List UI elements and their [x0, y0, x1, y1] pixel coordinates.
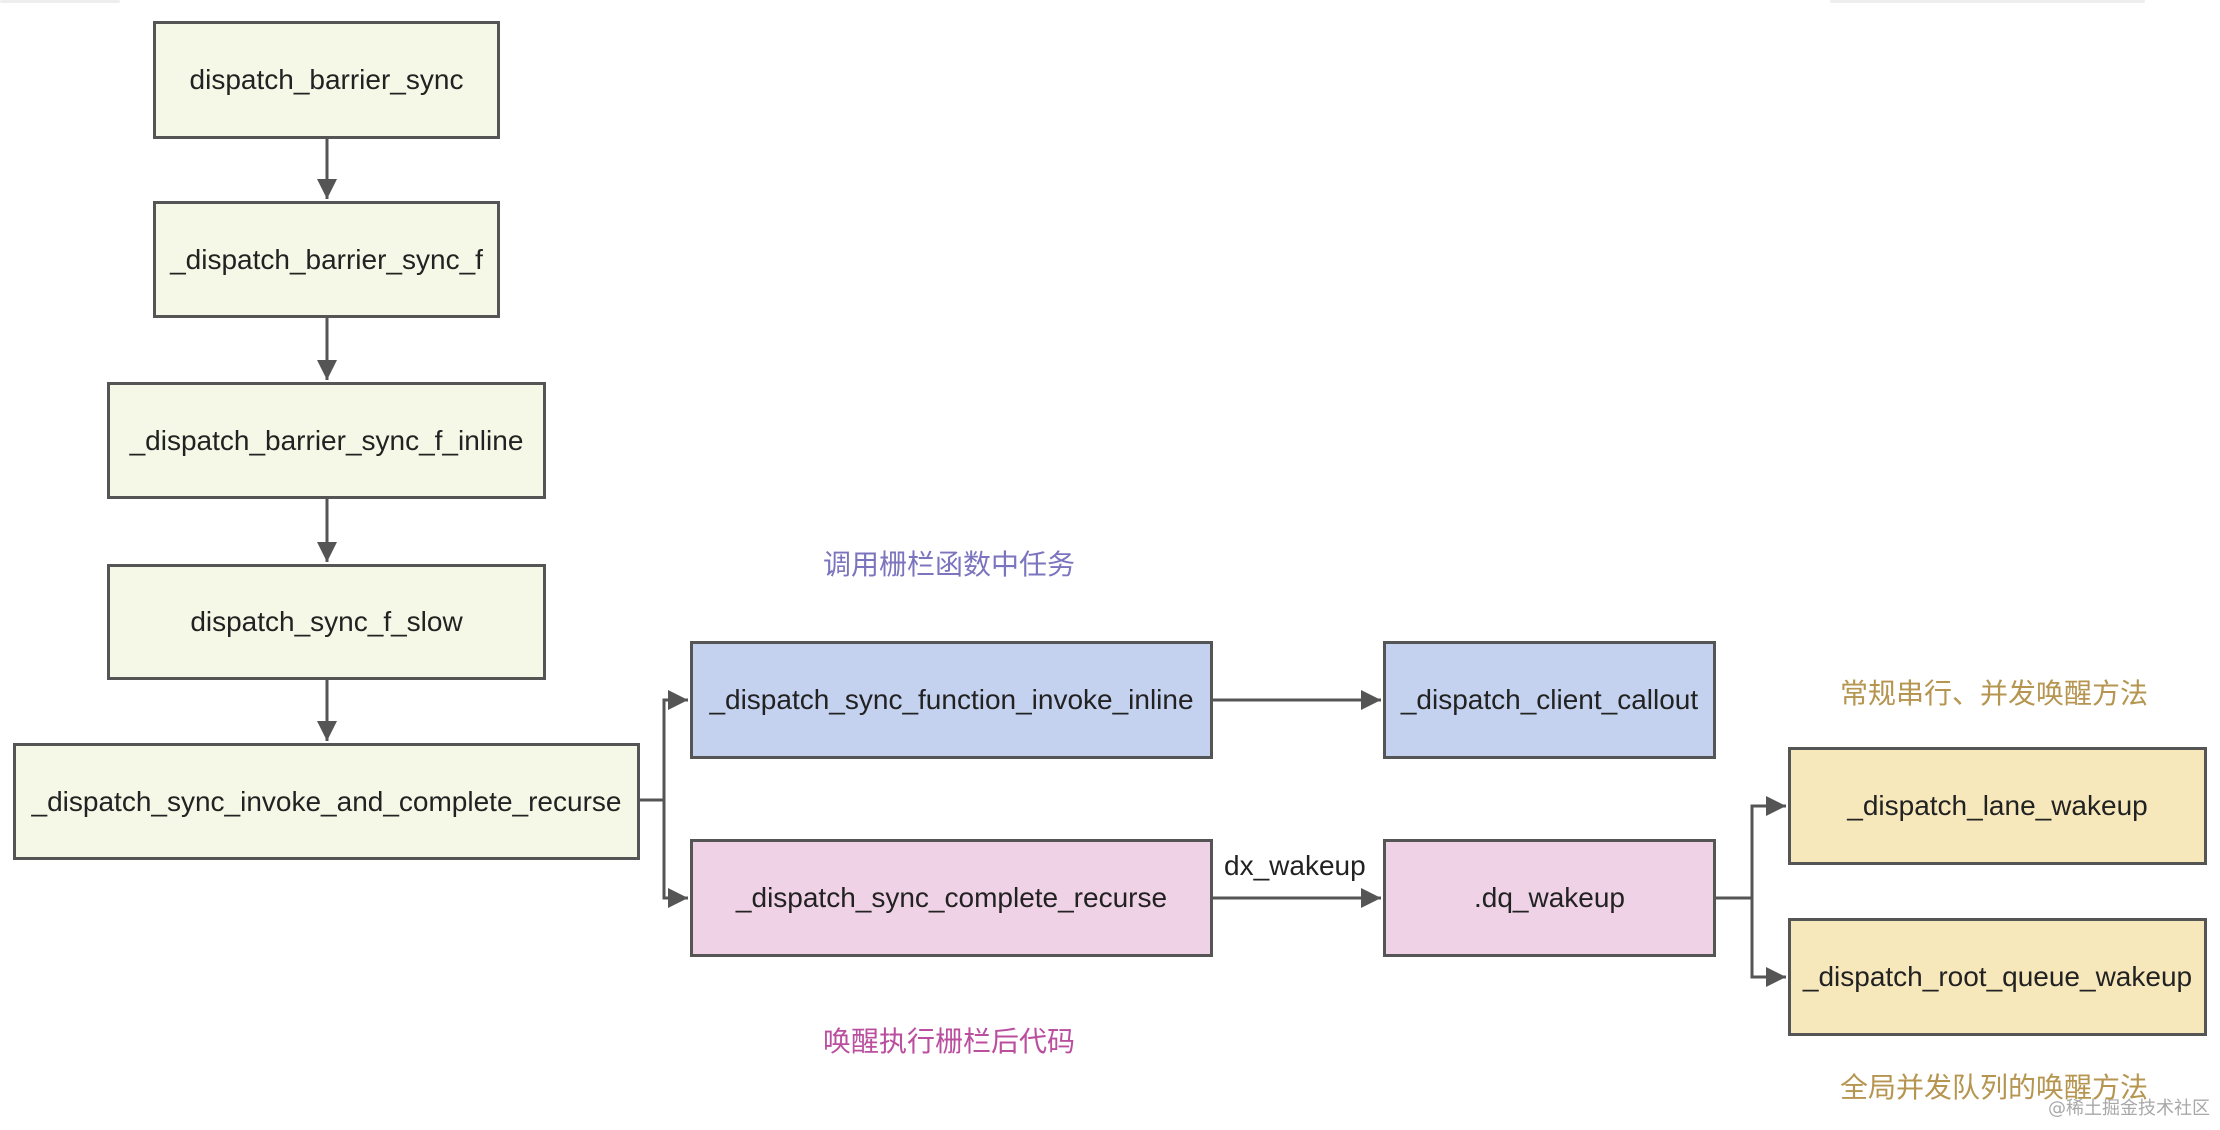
note-global-concurrent-wakeup: 全局并发队列的唤醒方法 [1840, 1071, 2149, 1104]
node-dispatch-sync-invoke-and-complete-recurse: _dispatch_sync_invoke_and_complete_recur… [13, 743, 640, 860]
node-dispatch-root-queue-wakeup: _dispatch_root_queue_wakeup [1788, 918, 2207, 1036]
top-bar-left [0, 0, 120, 3]
edge-dq-wakeup-to-lane [1716, 796, 1786, 900]
note-invoke-barrier-task: 调用栅栏函数中任务 [823, 548, 1076, 581]
node-dispatch-barrier-sync-f-inline: _dispatch_barrier_sync_f_inline [107, 382, 546, 499]
node-label: _dispatch_sync_invoke_and_complete_recur… [31, 785, 622, 817]
note-wakeup-after-barrier: 唤醒执行栅栏后代码 [823, 1025, 1076, 1058]
edge-recurse-to-complete-recurse [662, 800, 688, 908]
node-dispatch-barrier-sync-f: _dispatch_barrier_sync_f [153, 201, 500, 318]
edge-label-dx-wakeup: dx_wakeup [1224, 850, 1366, 881]
node-label: _dispatch_client_callout [1400, 684, 1699, 715]
node-dispatch-sync-complete-recurse: _dispatch_sync_complete_recurse [690, 839, 1213, 957]
top-bar-right [1830, 0, 2145, 3]
node-label: _dispatch_lane_wakeup [1847, 790, 2148, 821]
node-dq-wakeup: .dq_wakeup [1383, 839, 1716, 957]
node-label: _dispatch_sync_function_invoke_inline [709, 684, 1194, 715]
node-label: _dispatch_root_queue_wakeup [1802, 961, 2193, 992]
node-label: .dq_wakeup [1473, 882, 1625, 913]
node-label: dispatch_barrier_sync [189, 64, 464, 95]
edge-recurse-to-function-invoke [640, 690, 688, 802]
node-dispatch-sync-function-invoke-inline: _dispatch_sync_function_invoke_inline [690, 641, 1213, 759]
note-serial-concurrent-wakeup: 常规串行、并发唤醒方法 [1840, 677, 2149, 710]
node-label: _dispatch_sync_complete_recurse [735, 882, 1168, 913]
node-dispatch-barrier-sync: dispatch_barrier_sync [153, 21, 500, 139]
node-label: _dispatch_barrier_sync_f_inline [129, 424, 524, 456]
node-dispatch-client-callout: _dispatch_client_callout [1383, 641, 1716, 759]
node-dispatch-lane-wakeup: _dispatch_lane_wakeup [1788, 747, 2207, 865]
edge-dq-wakeup-to-root-queue [1750, 898, 1786, 987]
node-label: _dispatch_barrier_sync_f [170, 243, 483, 275]
node-label: dispatch_sync_f_slow [190, 606, 463, 637]
watermark: @稀土掘金技术社区 [2048, 1098, 2210, 1119]
node-dispatch-sync-f-slow: dispatch_sync_f_slow [107, 564, 546, 680]
